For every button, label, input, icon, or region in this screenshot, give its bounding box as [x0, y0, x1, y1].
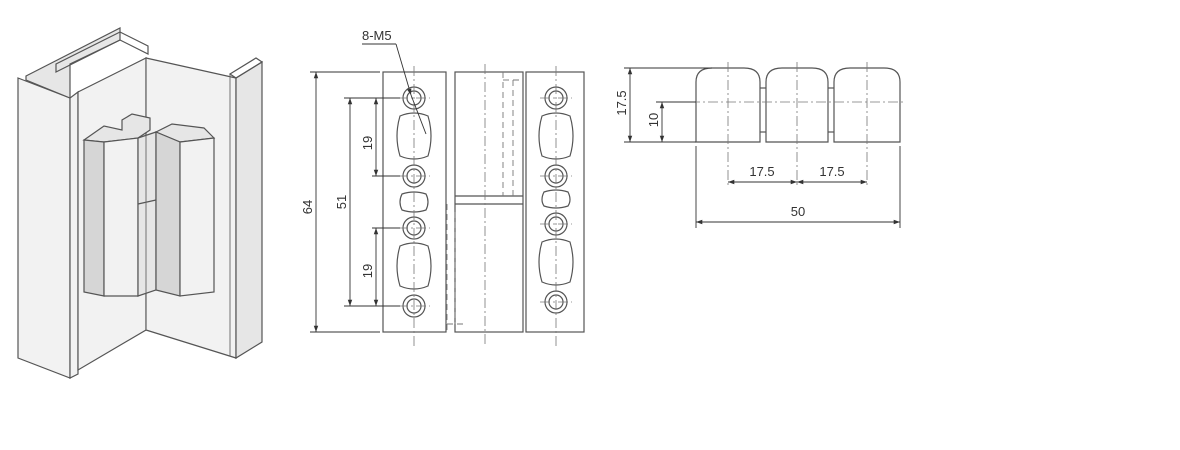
- pocket-lower: [396, 242, 432, 290]
- hinge-left-leaf-side: [103, 137, 139, 297]
- channel-top-lip: [55, 31, 149, 73]
- side-view: 17.5 10 17.5 17.5 50: [614, 62, 906, 228]
- dim-hole-pitch-lower: 19: [360, 264, 375, 278]
- knuckle-split-line: [137, 199, 157, 205]
- front-right-leaf: [525, 71, 585, 333]
- dim-side-body-height: 10: [646, 113, 661, 127]
- callout-leader: [395, 43, 412, 96]
- hinge-right-leaf-front: [155, 131, 181, 297]
- knuckle-profile-3: [833, 67, 901, 143]
- pocket-middle: [541, 189, 571, 209]
- dim-side-overall-height: 17.5: [614, 90, 629, 115]
- dim-knuckle-pitch-right: 17.5: [819, 164, 844, 179]
- hinge-right-leaf-side: [179, 137, 215, 297]
- front-left-leaf: [382, 71, 447, 333]
- pocket-middle: [399, 191, 429, 213]
- channel-back-wall: [25, 27, 121, 99]
- channel-right-edge: [235, 60, 263, 360]
- isometric-view: [17, 27, 264, 379]
- dim-hole-outer-span: 51: [334, 195, 349, 209]
- dim-overall-height: 64: [300, 200, 315, 214]
- right-leaf-holes: [538, 66, 574, 346]
- left-leaf-holes: [396, 66, 432, 346]
- pocket-lower: [538, 238, 574, 286]
- dim-knuckle-pitch-left: 17.5: [749, 164, 774, 179]
- pocket-upper: [538, 112, 574, 160]
- dim-side-overall-width: 50: [791, 204, 805, 219]
- knuckle-profile-1: [695, 67, 761, 143]
- front-view: 8-M5 64 51 19 19: [300, 28, 585, 346]
- channel-left-wall: [17, 77, 71, 379]
- channel-inner-left: [69, 90, 79, 379]
- hinge-knuckle: [137, 131, 157, 297]
- callout-leader-ext: [410, 94, 427, 135]
- pocket-upper: [396, 112, 432, 160]
- front-knuckle-outline: [454, 71, 524, 333]
- channel-right-top: [228, 57, 264, 79]
- hinge-left-leaf-front: [83, 139, 105, 297]
- knuckle-profile-2: [765, 67, 829, 143]
- hole-spec-label: 8-M5: [362, 28, 392, 43]
- dim-hole-pitch-upper: 19: [360, 136, 375, 150]
